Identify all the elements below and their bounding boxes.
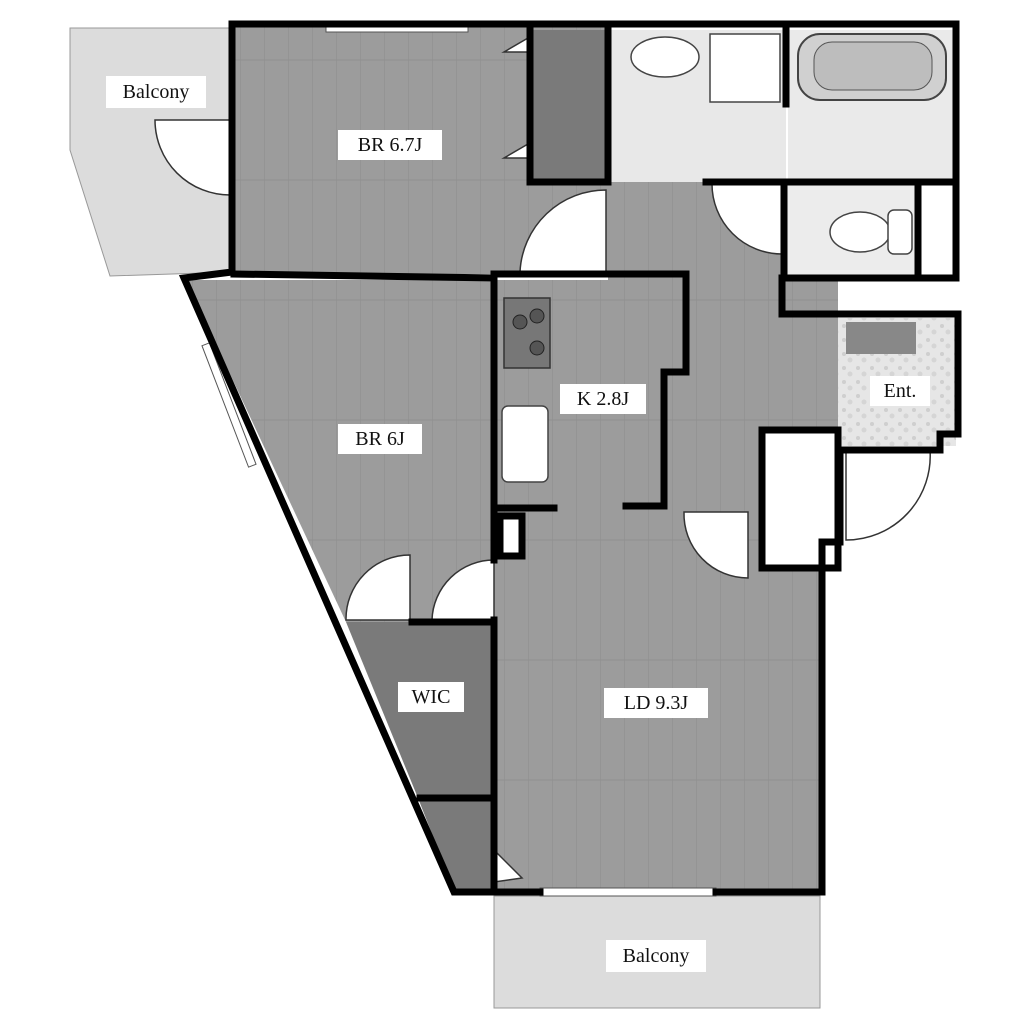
wall-outer-left [178,20,544,896]
pillar [496,512,526,560]
stove [503,297,551,369]
room-label: BR 6.7J [358,134,423,156]
room-label: Ent. [884,380,917,402]
label-wic: WIC [398,682,464,712]
entrance-mat [846,322,916,354]
window-diagonal [201,342,257,468]
entrance-door-swing[interactable] [845,449,931,541]
room-label: WIC [412,686,451,708]
label-kitchen: K 2.8J [560,384,646,414]
label-br1: BR 6.7J [338,130,442,160]
washing-machine-area [709,33,781,103]
bedroom-1-door-swing[interactable] [519,189,607,273]
window-bottom [539,887,717,897]
shoe-cabinet [762,430,838,568]
kitchen-sink [501,405,549,483]
toilet-tank [887,209,913,255]
room-label: K 2.8J [577,388,629,410]
burner-icon [512,314,528,330]
burner-icon [529,308,545,324]
burner-icon [529,340,545,356]
wall-outer [228,20,962,896]
toilet-icon [829,211,891,253]
room-label: Balcony [123,81,190,103]
label-entrance: Ent. [870,376,930,406]
room-label: LD 9.3J [624,692,689,714]
wall-cabinet [758,426,842,572]
label-balcony-top: Balcony [106,76,206,108]
bathtub-inner [813,41,933,91]
label-br2: BR 6J [338,424,422,454]
balcony-door-swing[interactable] [154,119,231,196]
washbasin [630,36,700,78]
storage-lower [418,798,494,890]
ld-door-swing[interactable] [683,511,749,579]
label-ld: LD 9.3J [604,688,708,718]
room-label: Balcony [623,945,690,967]
label-balcony-bottom: Balcony [606,940,706,972]
wall-interior [230,270,498,282]
hall-door-swing[interactable] [711,183,783,255]
closet-1 [530,30,608,182]
room-label: BR 6J [355,428,405,450]
wall-interior [526,26,612,186]
wall-interior [622,270,690,510]
bedroom-2-door-swing[interactable] [345,554,411,621]
